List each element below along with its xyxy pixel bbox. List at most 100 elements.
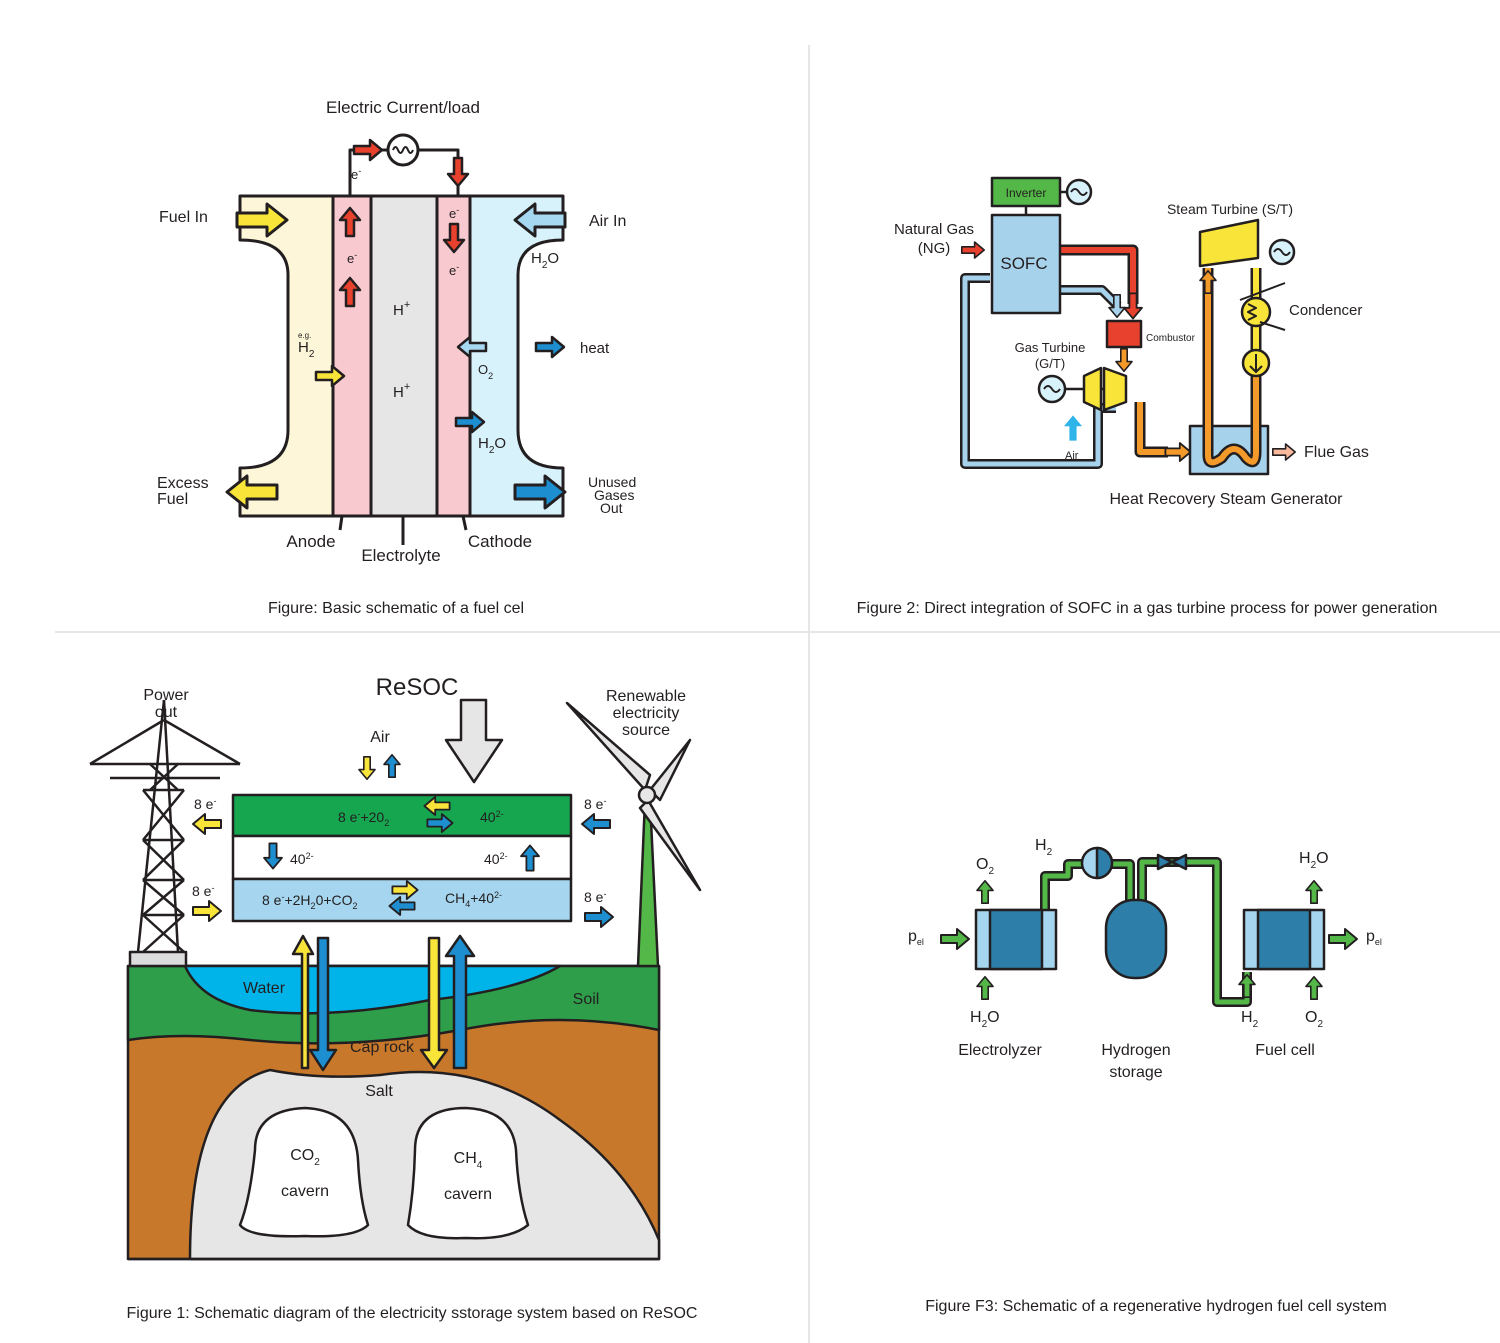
storage-label: storage (1109, 1064, 1162, 1081)
sofc-gt-labels: Inverter Natural Gas (NG) SOFC Steam Tur… (857, 186, 1438, 617)
horizontal-divider (55, 631, 1500, 633)
compressor-shape (1082, 366, 1103, 412)
co2-cavern-label: cavern (281, 1183, 329, 1200)
eg-label: e.g. (298, 331, 311, 340)
cap-rock-label: Cap rock (350, 1039, 415, 1056)
ng-label: (NG) (918, 240, 951, 257)
fuel-cell-labels: Electric Current/load e- Fuel In Air In … (157, 98, 636, 617)
ch4-label: CH4 (454, 1150, 483, 1171)
gases-label: Gases (594, 487, 634, 503)
long-arrow-1 (291, 934, 315, 1070)
h2o-top-label: H2O (531, 250, 559, 271)
resoc-title: ReSOC (376, 674, 459, 701)
o2-out-label: O2 (976, 856, 994, 877)
inverter-label: Inverter (1006, 186, 1047, 200)
resoc-caption: Figure 1: Schematic diagram of the elect… (127, 1305, 698, 1322)
sofc-label: SOFC (1000, 254, 1047, 273)
ch4-cavern-label: cavern (444, 1186, 492, 1203)
cathode-label: Cathode (468, 532, 532, 551)
power-out-label-1: Power (143, 687, 189, 704)
electric-current-label: Electric Current/load (326, 98, 480, 117)
renewable-label-2: electricity (613, 705, 680, 722)
out-label: Out (600, 500, 623, 516)
o2-in-label: O2 (1305, 1009, 1323, 1030)
hydrogen-storage-tank (1104, 898, 1168, 980)
excess-label: Excess (157, 475, 209, 492)
flue-gas-label: Flue Gas (1304, 444, 1369, 461)
electron-anode-label: e- (347, 250, 357, 266)
e8-label-1: 8 e- (194, 796, 216, 812)
h2o-in-label: H2O (970, 1009, 1000, 1030)
electron-cathode-label-2: e- (449, 262, 459, 278)
resoc-top-layer (231, 793, 573, 838)
resoc-big-arrow (444, 698, 504, 784)
fuel-in-label: Fuel In (159, 209, 208, 226)
regen-figure (940, 846, 1358, 1007)
vertical-divider (808, 45, 810, 1343)
electrolyte-layer (369, 194, 439, 518)
gas-turbine-label: Gas Turbine (1015, 340, 1086, 355)
e8-label-2: 8 e- (192, 883, 214, 899)
h2-in-label: H2 (1241, 1009, 1259, 1030)
fuel-channel (238, 194, 335, 518)
water-label: Water (243, 980, 286, 997)
air-label: Air (370, 729, 390, 746)
resoc-labels: ReSOC Power out Renewable electricity so… (127, 674, 698, 1322)
anode-layer (331, 194, 373, 518)
regen-labels: O2 H2 H2O pel pel H2O H2 O2 Electrolyzer… (908, 837, 1387, 1315)
fuel-cell-figure (225, 133, 567, 545)
bottom-right-equation: CH4+402- (445, 890, 502, 909)
inverter-box (990, 176, 1062, 208)
h2-label: H2 (298, 339, 315, 360)
co2-cavern (238, 1106, 370, 1238)
h2o-mid-label: H2O (478, 435, 506, 456)
resoc-mid-layer (231, 834, 573, 881)
valve-icon (1156, 853, 1188, 871)
gas-turbine-shape (1102, 366, 1128, 412)
sofc-caption: Figure 2: Direct integration of SOFC in … (857, 600, 1438, 617)
resoc-figure (89, 698, 702, 1261)
anode-label: Anode (286, 532, 335, 551)
e8-label-3: 8 e- (584, 796, 606, 812)
fuel-cell-caption: Figure: Basic schematic of a fuel cel (268, 600, 524, 617)
condencer-label: Condencer (1289, 302, 1362, 319)
natural-gas-label: Natural Gas (894, 221, 974, 238)
steam-turbine-shape (1198, 218, 1260, 268)
electron-cathode-label: e- (449, 205, 459, 221)
h2o-out-label: H2O (1299, 850, 1329, 871)
electrolyte-label: Electrolyte (361, 546, 440, 565)
combustor-label: Combustor (1146, 333, 1196, 344)
sofc-box (990, 213, 1062, 315)
sofc-gt-figure (960, 176, 1296, 476)
hrsg-label: Heat Recovery Steam Generator (1110, 491, 1344, 508)
heat-label: heat (580, 340, 610, 357)
ch4-cavern (406, 1106, 530, 1240)
e8-label-4: 8 e- (584, 889, 606, 905)
renewable-label-3: source (622, 722, 670, 739)
top-left-equation: 8 e-+202 (338, 809, 389, 828)
mid-right-ion: 402- (484, 851, 508, 867)
p-el-out-label: pel (1366, 928, 1382, 947)
top-right-equation: 402- (480, 809, 504, 825)
unused-label: Unused (588, 474, 636, 490)
electrolyzer-label: Electrolyzer (958, 1042, 1042, 1059)
air-channel (468, 194, 565, 518)
h2-out-label: H2 (1035, 837, 1053, 858)
long-arrow-3 (419, 936, 449, 1070)
salt-label: Salt (365, 1083, 393, 1100)
long-arrow-4 (444, 934, 476, 1070)
air-in-label: Air In (589, 213, 626, 230)
air-label: Air (1065, 450, 1079, 462)
condenser-icon (1240, 296, 1272, 328)
mid-left-ion: 402- (290, 851, 314, 867)
co2-label: CO2 (290, 1147, 320, 1168)
electron-label: e- (351, 166, 361, 182)
proton-label-2: H+ (393, 381, 410, 401)
fuel-label: Fuel (157, 491, 188, 508)
regen-caption: Figure F3: Schematic of a regenerative h… (925, 1298, 1387, 1315)
hydrogen-label: Hydrogen (1101, 1042, 1170, 1059)
steam-turbine-label: Steam Turbine (S/T) (1167, 201, 1293, 217)
combustor-box (1105, 319, 1143, 349)
fuel-cell-label: Fuel cell (1255, 1042, 1315, 1059)
